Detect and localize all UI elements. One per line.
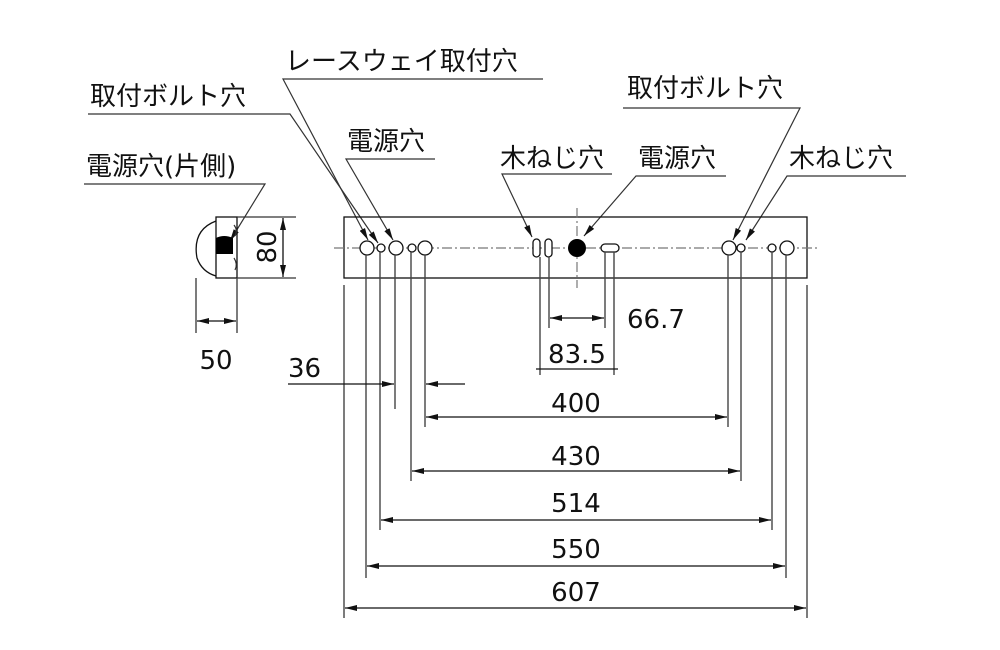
raceway-hole-right-2 bbox=[767, 243, 777, 253]
dim-400-label: 400 bbox=[551, 389, 601, 419]
leader-line bbox=[344, 158, 435, 241]
callout-power-hole-left-text: 電源穴 bbox=[347, 127, 425, 157]
raceway-hole-left bbox=[376, 243, 386, 253]
callout-mounting-bolt-right-text: 取付ボルト穴 bbox=[627, 74, 783, 104]
dimension-lines: 66.7 83.5 36 400 430 514 550 607 bbox=[288, 305, 806, 611]
callout-raceway-hole-text: レースウェイ取付穴 bbox=[285, 47, 518, 77]
leader-line bbox=[623, 107, 801, 241]
side-view-diffuser bbox=[195, 220, 217, 277]
callout-wood-screw-left-text: 木ねじ穴 bbox=[500, 144, 604, 174]
callout-raceway-hole: レースウェイ取付穴 bbox=[282, 47, 543, 241]
leader-line bbox=[501, 173, 612, 238]
hole-left-outer bbox=[417, 240, 433, 256]
side-view: 80 50 bbox=[195, 216, 296, 376]
callout-wood-screw-right: 木ねじ穴 bbox=[745, 144, 906, 241]
leader-line bbox=[745, 175, 906, 241]
leader-line bbox=[84, 183, 267, 242]
dim-514-label: 514 bbox=[551, 489, 601, 519]
callout-mounting-bolt-right: 取付ボルト穴 bbox=[623, 74, 801, 241]
dim-height-label: 80 bbox=[253, 230, 283, 263]
side-bump bbox=[233, 257, 237, 271]
dim-607-label: 607 bbox=[551, 578, 601, 608]
callout-power-hole-side: 電源穴(片側) bbox=[84, 152, 267, 242]
power-hole-side bbox=[216, 236, 233, 254]
dim-66-7-label: 66.7 bbox=[627, 305, 685, 335]
dim-depth-label: 50 bbox=[199, 346, 232, 376]
mounting-bolt-hole-right bbox=[721, 240, 737, 256]
side-bump bbox=[233, 224, 237, 237]
dim-430-label: 430 bbox=[551, 442, 601, 472]
callout-power-hole-center-text: 電源穴 bbox=[638, 144, 716, 174]
raceway-hole-left-2 bbox=[407, 243, 417, 253]
dim-83-5-label: 83.5 bbox=[548, 340, 606, 370]
dim-36-label: 36 bbox=[288, 354, 321, 384]
wood-screw-hole-2 bbox=[544, 238, 553, 258]
callout-wood-screw-right-text: 木ねじ穴 bbox=[789, 144, 893, 174]
callout-wood-screw-left: 木ねじ穴 bbox=[500, 144, 612, 238]
mounting-bolt-hole-left bbox=[359, 240, 375, 256]
extension-lines bbox=[343, 252, 808, 618]
callout-power-hole-center: 電源穴 bbox=[583, 144, 726, 237]
front-view bbox=[334, 208, 818, 288]
power-hole-center bbox=[568, 239, 586, 257]
wood-screw-hole-1 bbox=[532, 238, 541, 258]
power-hole-left bbox=[388, 240, 404, 256]
wood-screw-slot bbox=[600, 243, 620, 253]
leader-line bbox=[583, 175, 726, 237]
leader-line bbox=[88, 113, 379, 244]
hole-right-outer bbox=[779, 240, 795, 256]
callout-mounting-bolt-left-text: 取付ボルト穴 bbox=[90, 82, 246, 112]
callout-power-hole-side-text: 電源穴(片側) bbox=[86, 152, 236, 182]
dim-550-label: 550 bbox=[551, 535, 601, 565]
callout-mounting-bolt-left: 取付ボルト穴 bbox=[88, 82, 379, 244]
callout-power-hole-left: 電源穴 bbox=[344, 127, 435, 241]
raceway-hole-right bbox=[736, 243, 746, 253]
